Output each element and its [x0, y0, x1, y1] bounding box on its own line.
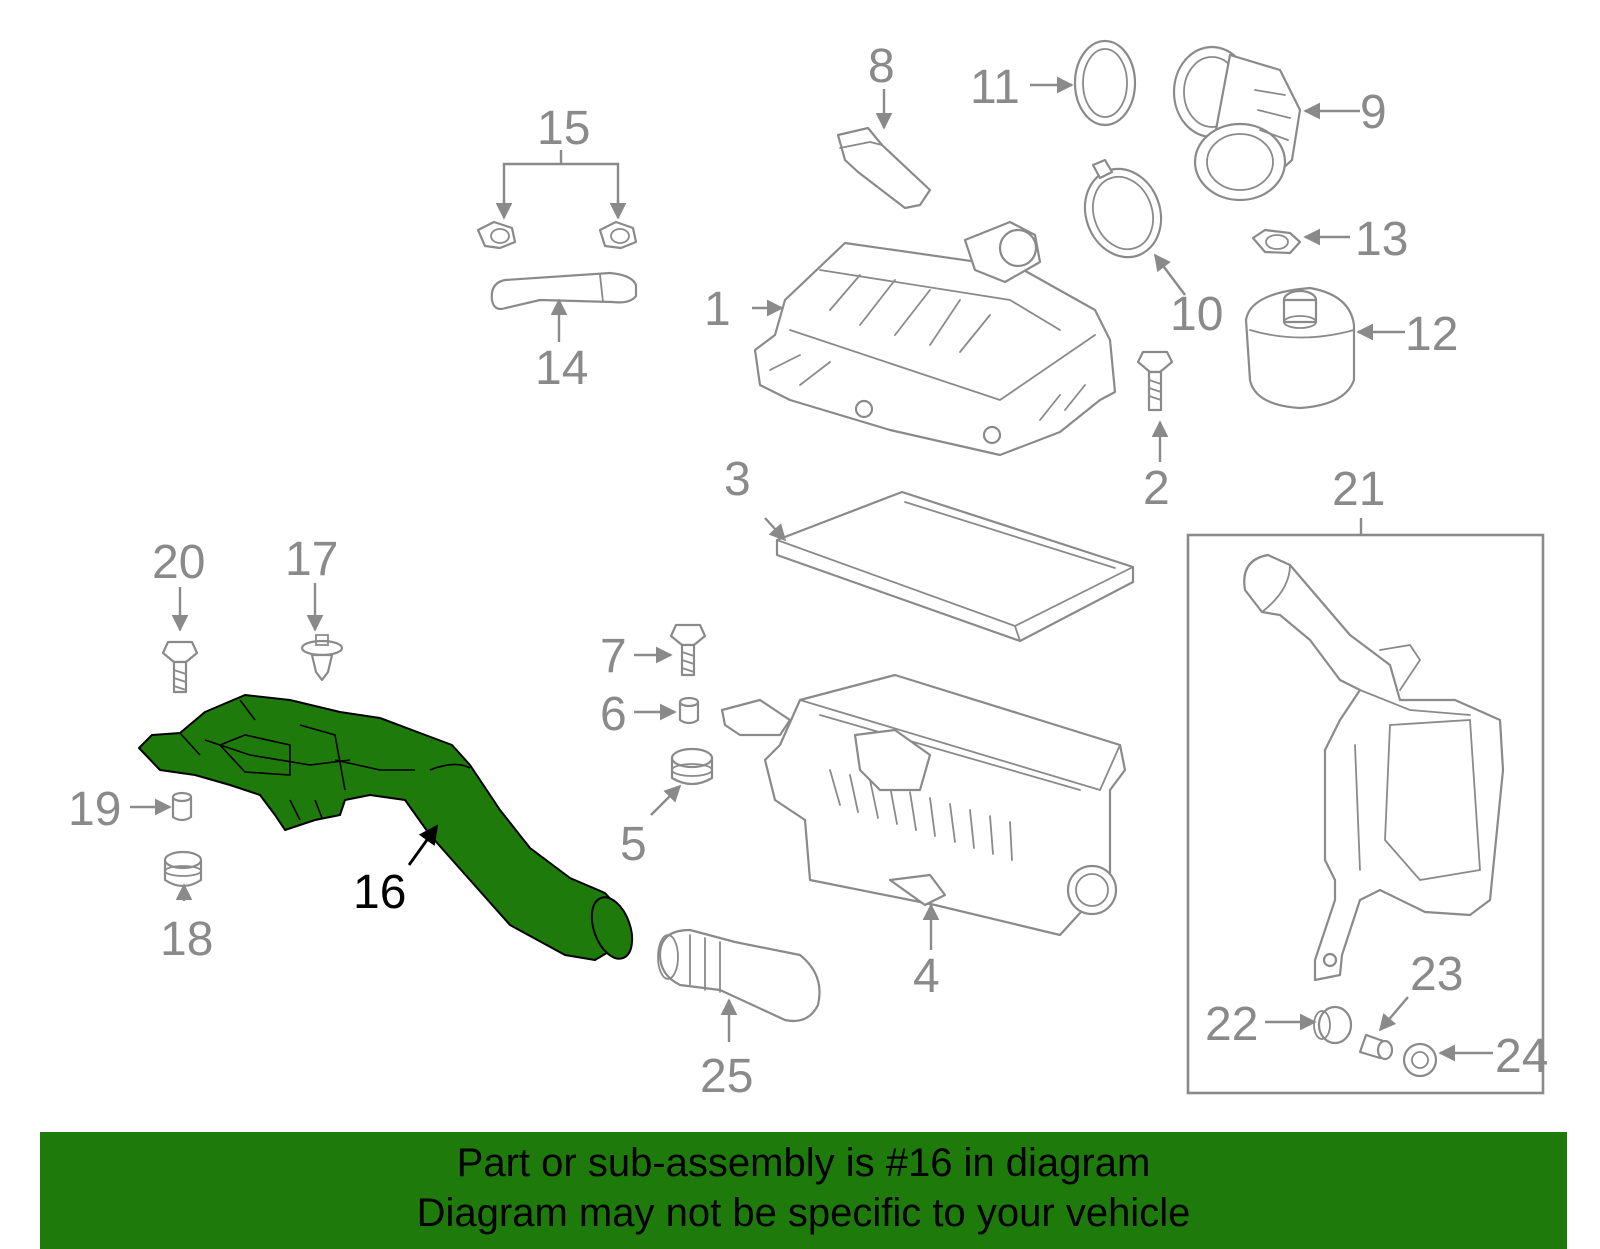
callout-25[interactable]: 25: [700, 1050, 753, 1103]
callout-20[interactable]: 20: [152, 536, 205, 589]
part-2-bolt[interactable]: [1136, 350, 1174, 412]
callout-19[interactable]: 19: [68, 783, 121, 836]
callout-7[interactable]: 7: [600, 630, 627, 683]
part-6-collar[interactable]: [678, 696, 700, 725]
callout-12[interactable]: 12: [1405, 308, 1458, 361]
part-12-resonator[interactable]: [1244, 286, 1356, 410]
callout-labels: 1 2 3 4 5 6 7 8 9 10 11 12 13 14 15 16 1…: [68, 40, 1548, 1103]
leader-lines: [130, 76, 1493, 1062]
callout-24[interactable]: 24: [1495, 1030, 1548, 1083]
part-15-clamps[interactable]: [476, 220, 638, 250]
part-22-grommet[interactable]: [1313, 1005, 1353, 1045]
callout-2[interactable]: 2: [1143, 462, 1170, 515]
callout-16[interactable]: 16: [353, 866, 406, 919]
banner-line-1: Part or sub-assembly is #16 in diagram: [456, 1141, 1151, 1185]
part-1-upper-cover[interactable]: [753, 220, 1117, 457]
part-4-lower-case[interactable]: [720, 673, 1127, 937]
callout-15[interactable]: 15: [537, 102, 590, 155]
callout-6[interactable]: 6: [600, 688, 627, 741]
part-16-air-intake-duct[interactable]: [138, 694, 640, 964]
part-21-assembly[interactable]: [1186, 533, 1545, 1095]
part-19-collar[interactable]: [171, 791, 193, 822]
part-17-clip[interactable]: [300, 634, 344, 682]
banner-line-2: Diagram may not be specific to your vehi…: [416, 1191, 1191, 1235]
callout-1[interactable]: 1: [704, 283, 731, 336]
callout-9[interactable]: 9: [1360, 86, 1387, 139]
part-24-nut[interactable]: [1402, 1042, 1438, 1078]
part-5-grommet[interactable]: [670, 747, 714, 786]
info-banner: Part or sub-assembly is #16 in diagram D…: [40, 1132, 1567, 1249]
callout-17[interactable]: 17: [285, 533, 338, 586]
part-8-sensor[interactable]: [836, 126, 932, 210]
callout-8[interactable]: 8: [868, 40, 895, 93]
callout-14[interactable]: 14: [535, 342, 588, 395]
part-11-clamp[interactable]: [1073, 39, 1137, 127]
part-10-clamp[interactable]: [1073, 158, 1173, 268]
callout-11[interactable]: 11: [970, 61, 1020, 114]
part-20-bolt[interactable]: [161, 640, 199, 694]
callout-13[interactable]: 13: [1355, 213, 1408, 266]
part-3-air-filter[interactable]: [775, 490, 1135, 643]
part-13-clip[interactable]: [1251, 228, 1302, 255]
callout-21[interactable]: 21: [1332, 463, 1385, 516]
callout-3[interactable]: 3: [724, 453, 751, 506]
part-9-intake-tube[interactable]: [1172, 45, 1302, 202]
callout-22[interactable]: 22: [1205, 998, 1258, 1051]
part-23-collar[interactable]: [1358, 1033, 1394, 1061]
callout-10[interactable]: 10: [1170, 288, 1223, 341]
callout-23[interactable]: 23: [1410, 948, 1463, 1001]
callout-18[interactable]: 18: [160, 913, 213, 966]
callout-5[interactable]: 5: [620, 818, 647, 871]
part-25-resonator-tube[interactable]: [657, 928, 821, 1023]
callout-4[interactable]: 4: [913, 950, 940, 1003]
part-18-grommet[interactable]: [163, 850, 203, 888]
part-7-bolt[interactable]: [669, 623, 707, 677]
part-14-hose[interactable]: [490, 271, 638, 311]
